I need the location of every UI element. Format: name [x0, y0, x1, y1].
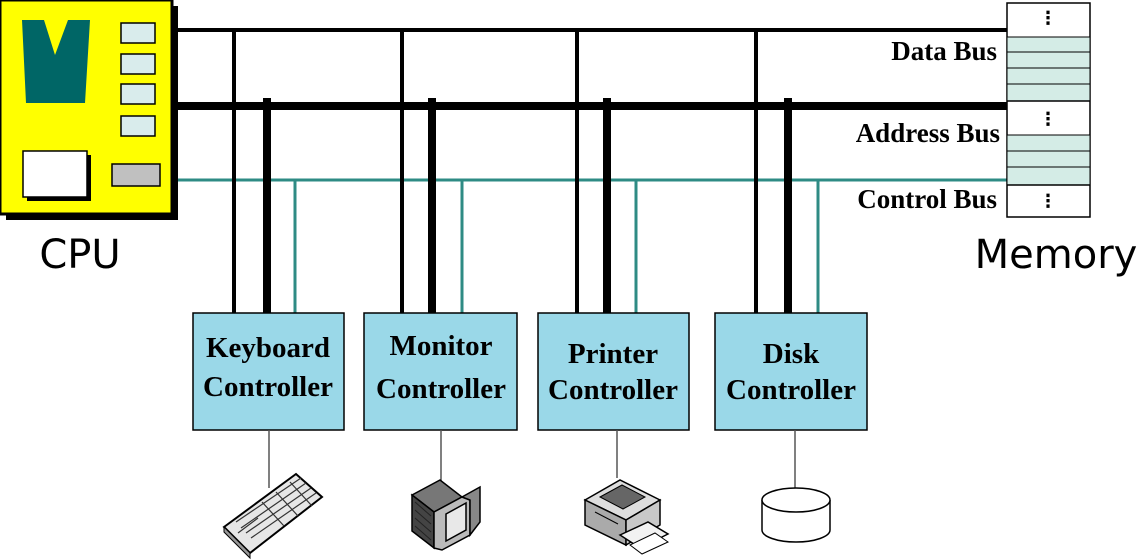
controller-printer: Printer Controller [537, 312, 690, 431]
controller-box [537, 312, 690, 431]
printer-icon [583, 479, 670, 555]
controller-name: Printer [568, 338, 658, 370]
memory-dots-bottom: ⋮ [1039, 191, 1057, 212]
controller-box [714, 312, 868, 431]
keyboard-icon [222, 472, 324, 560]
monitor-icon [410, 479, 481, 551]
controller-suffix: Controller [376, 373, 506, 405]
disk-icon [761, 487, 831, 543]
controller-disk: Disk Controller [714, 312, 868, 431]
control-bus-label: Control Bus [857, 184, 997, 214]
memory-label: Memory [975, 232, 1138, 278]
cpu-pins [120, 22, 156, 137]
cpu-chip-icon [22, 20, 90, 103]
controller-box [192, 312, 345, 431]
bus-lines [175, 28, 1007, 182]
memory-data-cells [1006, 36, 1091, 102]
controller-suffix: Controller [203, 371, 333, 403]
cpu-label: CPU [39, 232, 120, 278]
controller-monitor: Monitor Controller [363, 312, 518, 431]
device-connectors [268, 430, 796, 490]
cpu-block [0, 0, 178, 220]
controller-keyboard: Keyboard Controller [192, 312, 345, 431]
cpu-alu [111, 163, 161, 187]
cpu-register [22, 150, 88, 198]
controller-name: Keyboard [206, 332, 330, 364]
controller-name: Disk [763, 338, 820, 370]
address-bus-label: Address Bus [856, 118, 1000, 148]
controller-suffix: Controller [726, 374, 856, 406]
data-bus-label: Data Bus [891, 36, 997, 66]
memory-address-cells [1006, 134, 1091, 186]
memory-block: ⋮ ⋮ ⋮ [1006, 2, 1091, 218]
controller-suffix: Controller [548, 374, 678, 406]
controller-name: Monitor [389, 330, 492, 362]
memory-dots-top: ⋮ [1039, 8, 1057, 29]
memory-dots-middle: ⋮ [1039, 109, 1057, 130]
controller-box [363, 312, 518, 431]
bus-drops [232, 30, 820, 314]
